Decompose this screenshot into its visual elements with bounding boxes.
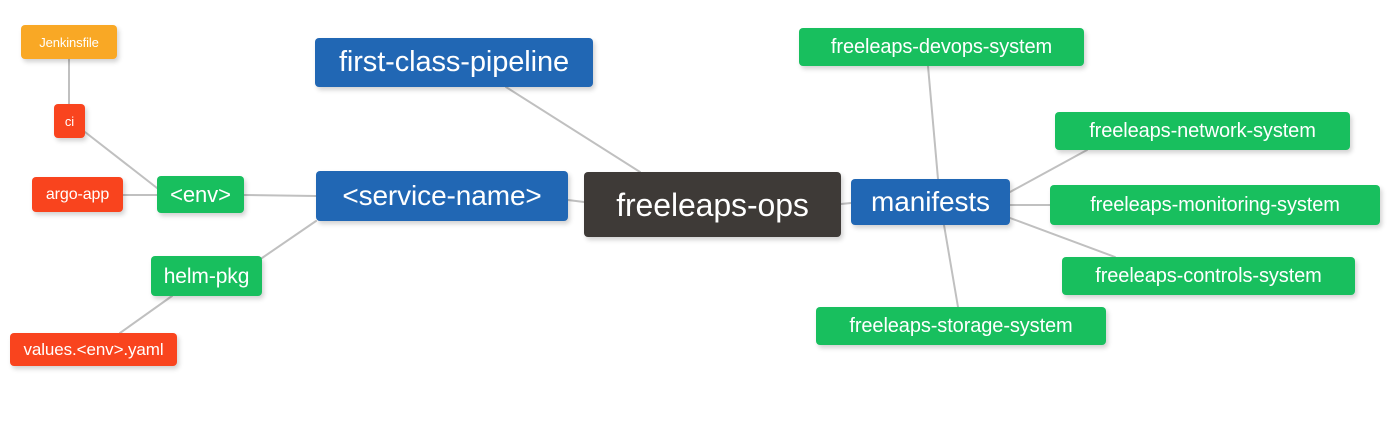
edge-manifests-to-freeleaps-storage-system [943,224,959,308]
mindmap-node-env[interactable]: <env> [157,176,244,213]
mindmap-node-argo-app[interactable]: argo-app [32,177,123,212]
mindmap-node-service-name[interactable]: <service-name> [316,171,568,221]
edge-env-to-service-name [243,194,317,197]
mindmap-node-freeleaps-network-system[interactable]: freeleaps-network-system [1055,112,1350,150]
edge-first-class-pipeline-to-freeleaps-ops [505,86,641,173]
edge-service-name-to-helm-pkg [261,220,317,259]
mindmap-node-freeleaps-devops-system[interactable]: freeleaps-devops-system [799,28,1084,66]
mindmap-node-label: freeleaps-monitoring-system [1090,194,1340,216]
mindmap-node-label: freeleaps-ops [616,186,809,223]
edge-freeleaps-ops-to-manifests [840,202,852,205]
edge-helm-pkg-to-values-yaml [119,295,173,334]
mindmap-node-label: first-class-pipeline [338,46,570,78]
mindmap-node-jenkinsfile[interactable]: Jenkinsfile [21,25,117,59]
mindmap-node-label: freeleaps-storage-system [849,315,1073,337]
mindmap-node-freeleaps-ops[interactable]: freeleaps-ops [584,172,841,237]
mindmap-node-values-yaml[interactable]: values.<env>.yaml [10,333,177,366]
mindmap-node-label: ci [64,113,75,129]
mindmap-node-helm-pkg[interactable]: helm-pkg [151,256,262,296]
mindmap-node-freeleaps-monitoring-system[interactable]: freeleaps-monitoring-system [1050,185,1380,225]
mindmap-node-freeleaps-storage-system[interactable]: freeleaps-storage-system [816,307,1106,345]
mindmap-node-label: helm-pkg [163,264,250,288]
mindmap-node-label: values.<env>.yaml [23,340,164,359]
edge-service-name-to-freeleaps-ops [567,199,585,203]
mindmap-node-label: argo-app [45,185,110,203]
mindmap-node-label: freeleaps-devops-system [830,36,1053,58]
mindmap-node-label: freeleaps-network-system [1089,120,1316,142]
mindmap-node-label: <env> [170,181,231,207]
mindmap-node-label: manifests [871,186,990,217]
mindmap-node-label: Jenkinsfile [39,34,99,50]
mindmap-node-label: <service-name> [342,180,542,211]
mindmap-node-freeleaps-controls-system[interactable]: freeleaps-controls-system [1062,257,1355,295]
mindmap-node-manifests[interactable]: manifests [851,179,1010,225]
mindmap-node-label: freeleaps-controls-system [1095,265,1322,287]
mindmap-node-first-class-pipeline[interactable]: first-class-pipeline [315,38,593,87]
edge-manifests-to-freeleaps-devops-system [927,65,939,180]
mindmap-node-ci[interactable]: ci [54,104,85,138]
